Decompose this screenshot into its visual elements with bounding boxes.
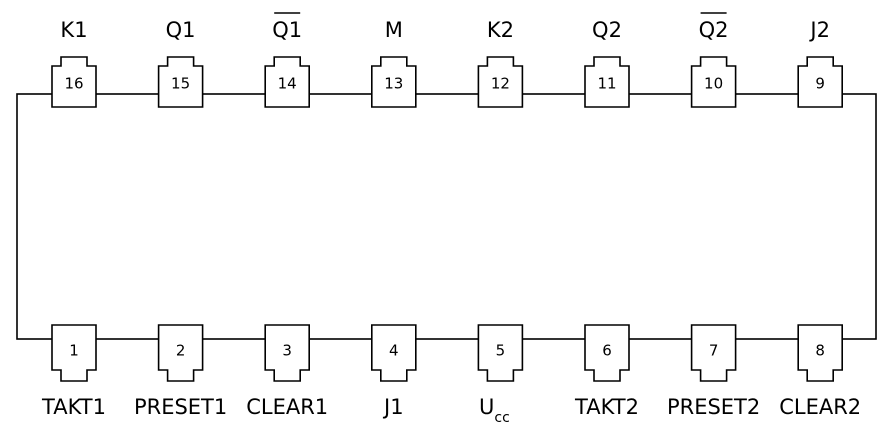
top-pin: 12 K2 xyxy=(477,18,524,108)
pin-box xyxy=(157,324,204,382)
pin-signal-label: Q2 xyxy=(699,18,729,42)
pin-number: 15 xyxy=(171,75,190,93)
pins-layer: 16K115Q114Q113M12K211Q210Q29J21TAKT12PRE… xyxy=(41,12,861,426)
bottom-pin: 4J1 xyxy=(371,324,417,419)
pin-signal-label: PRESET1 xyxy=(134,395,227,419)
pin-box xyxy=(371,324,417,382)
pin-number: 12 xyxy=(491,75,510,93)
top-pin: 13 M xyxy=(371,18,417,108)
pin-signal-label: J1 xyxy=(382,395,404,419)
top-pin: 14 Q1 xyxy=(264,12,310,108)
pin-box xyxy=(51,56,97,108)
pin-number: 9 xyxy=(815,75,825,93)
top-pin: 16 K1 xyxy=(51,18,97,108)
pin-signal-label: M xyxy=(385,18,403,42)
top-pin: 10 Q2 xyxy=(690,12,737,108)
pin-box xyxy=(264,56,310,108)
pin-signal-label: TAKT2 xyxy=(574,395,639,419)
pin-number: 10 xyxy=(704,75,723,93)
pin-box xyxy=(264,324,310,382)
top-pin: 9 J2 xyxy=(797,18,843,108)
pin-box xyxy=(371,56,417,108)
pin-box xyxy=(797,56,843,108)
pin-signal-label: CLEAR2 xyxy=(779,395,861,419)
pin-signal-label: K1 xyxy=(60,18,87,42)
pin-signal-label: K2 xyxy=(487,18,514,42)
top-pin: 15 Q1 xyxy=(157,18,204,108)
pin-box xyxy=(797,324,843,382)
pin-signal-label: Q1 xyxy=(272,18,302,42)
pin-signal-label: TAKT1 xyxy=(41,395,106,419)
chip-body-outline xyxy=(16,93,877,340)
pin-number: 1 xyxy=(69,342,79,360)
pin-number: 6 xyxy=(602,342,612,360)
pin-signal-label: Q2 xyxy=(592,18,622,42)
pin-box xyxy=(584,56,630,108)
pin-number: 13 xyxy=(384,75,403,93)
pin-number: 2 xyxy=(176,342,186,360)
pin-box xyxy=(477,324,524,382)
signal-main: U xyxy=(479,395,494,419)
pin-box xyxy=(157,56,204,108)
pin-box xyxy=(584,324,630,382)
pin-box xyxy=(690,56,737,108)
pin-number: 14 xyxy=(278,75,297,93)
top-pin: 11 Q2 xyxy=(584,18,630,108)
pin-number: 7 xyxy=(709,342,719,360)
pin-signal-label: Q1 xyxy=(166,18,196,42)
signal-subscript: cc xyxy=(494,410,509,426)
pin-signal-label: J2 xyxy=(808,18,830,42)
pin-number: 5 xyxy=(496,342,506,360)
pin-number: 4 xyxy=(389,342,399,360)
pin-number: 3 xyxy=(282,342,292,360)
pin-box xyxy=(690,324,737,382)
pin-number: 16 xyxy=(64,75,83,93)
pin-signal-label: CLEAR1 xyxy=(246,395,328,419)
pin-box xyxy=(51,324,97,382)
pin-signal-label: Ucc xyxy=(479,395,510,426)
pin-number: 8 xyxy=(815,342,825,360)
pin-signal-label: PRESET2 xyxy=(667,395,760,419)
pin-number: 11 xyxy=(597,75,616,93)
pin-box xyxy=(477,56,524,108)
